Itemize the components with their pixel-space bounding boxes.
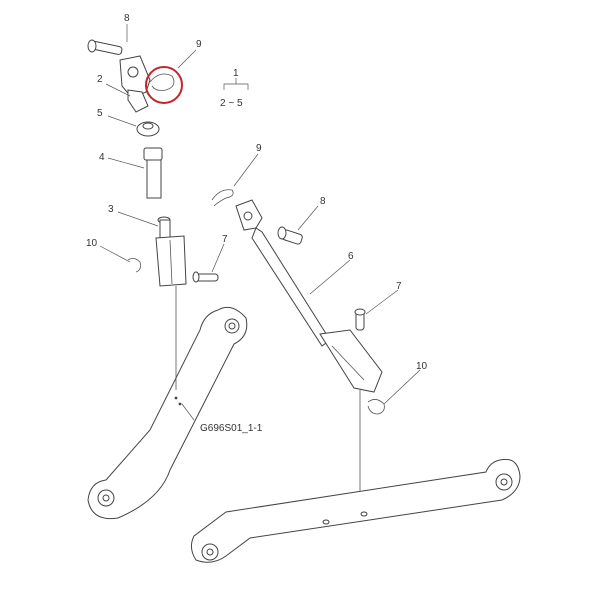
callout-8-top: 8: [124, 13, 130, 24]
highlight-circle: [145, 66, 183, 104]
r-pin-part-10-left: [127, 258, 141, 273]
callout-4: 4: [99, 152, 105, 163]
nut-part-5: [136, 121, 160, 137]
callout-8-right: 8: [320, 196, 326, 207]
callout-6: 6: [348, 251, 354, 262]
pin-part-7-left: [192, 271, 219, 283]
callout-2: 2: [97, 74, 103, 85]
pin-part-8-top: [87, 39, 123, 55]
callout-10-left: 10: [86, 238, 98, 249]
callout-9-right: 9: [256, 143, 262, 154]
bolt-part-4: [143, 147, 163, 199]
callout-5: 5: [97, 108, 103, 119]
callout-7-left: 7: [222, 234, 228, 245]
callout-7-right: 7: [396, 281, 402, 292]
callout-10-right: 10: [416, 361, 428, 372]
callout-1: 1: [233, 68, 239, 79]
r-pin-part-10-right: [367, 399, 385, 415]
callout-3: 3: [108, 204, 114, 215]
leader-lines: [99, 24, 421, 421]
diagram-code: G696S01_1-1: [200, 423, 263, 434]
link-end-part-3: [155, 216, 187, 287]
callout-9-top: 9: [196, 39, 202, 50]
check-link-part-6: [235, 199, 383, 393]
pin-part-8-right: [277, 226, 303, 245]
clevis-part-2: [119, 55, 151, 113]
lower-link-right: [190, 458, 521, 563]
callout-1-range: 2 ~ 5: [220, 98, 243, 109]
r-pin-part-9-right: [211, 189, 234, 207]
lower-link-left: [87, 306, 248, 520]
r-pin-part-9-highlighted: [145, 66, 183, 104]
pin-part-7-right: [354, 308, 366, 331]
